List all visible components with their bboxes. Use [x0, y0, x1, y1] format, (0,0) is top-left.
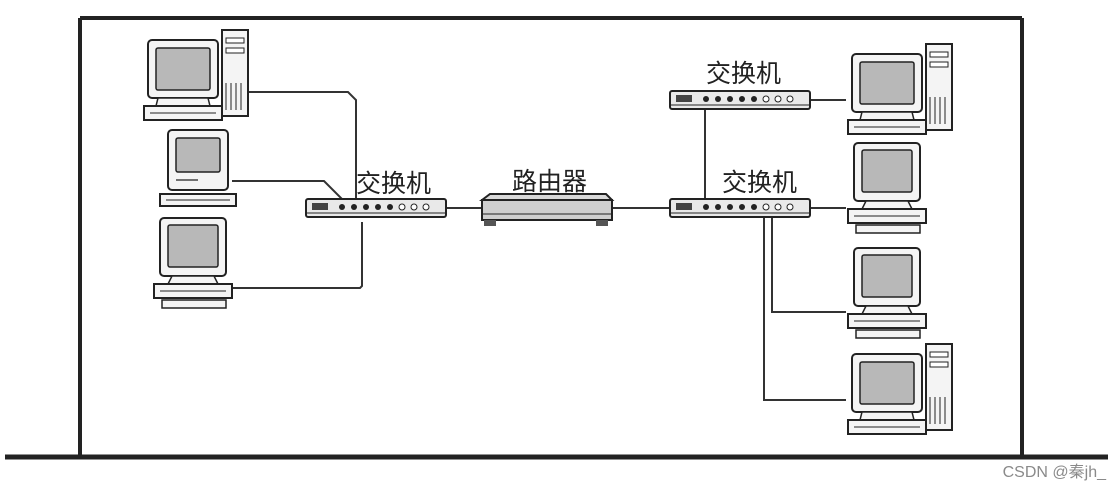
- desktop-tower-icon: [143, 29, 249, 121]
- router-label: 路由器: [512, 167, 587, 196]
- watermark: CSDN @秦jh_: [1003, 463, 1107, 481]
- compact-computer-icon: [159, 129, 237, 207]
- switch-right-bottom: [669, 198, 811, 218]
- switch-right-bottom-label: 交换机: [722, 168, 797, 197]
- desktop-computer-icon: [847, 142, 927, 234]
- switch-left-label: 交换机: [356, 169, 431, 198]
- desktop-computer-icon: [847, 247, 927, 339]
- switch-left: [305, 198, 447, 218]
- router-icon: [479, 193, 615, 226]
- switch-right-top-label: 交换机: [706, 59, 781, 88]
- switch-right-top: [669, 90, 811, 110]
- desktop-tower-icon: [847, 343, 953, 435]
- desktop-computer-icon: [153, 217, 233, 309]
- desktop-tower-icon: [847, 43, 953, 135]
